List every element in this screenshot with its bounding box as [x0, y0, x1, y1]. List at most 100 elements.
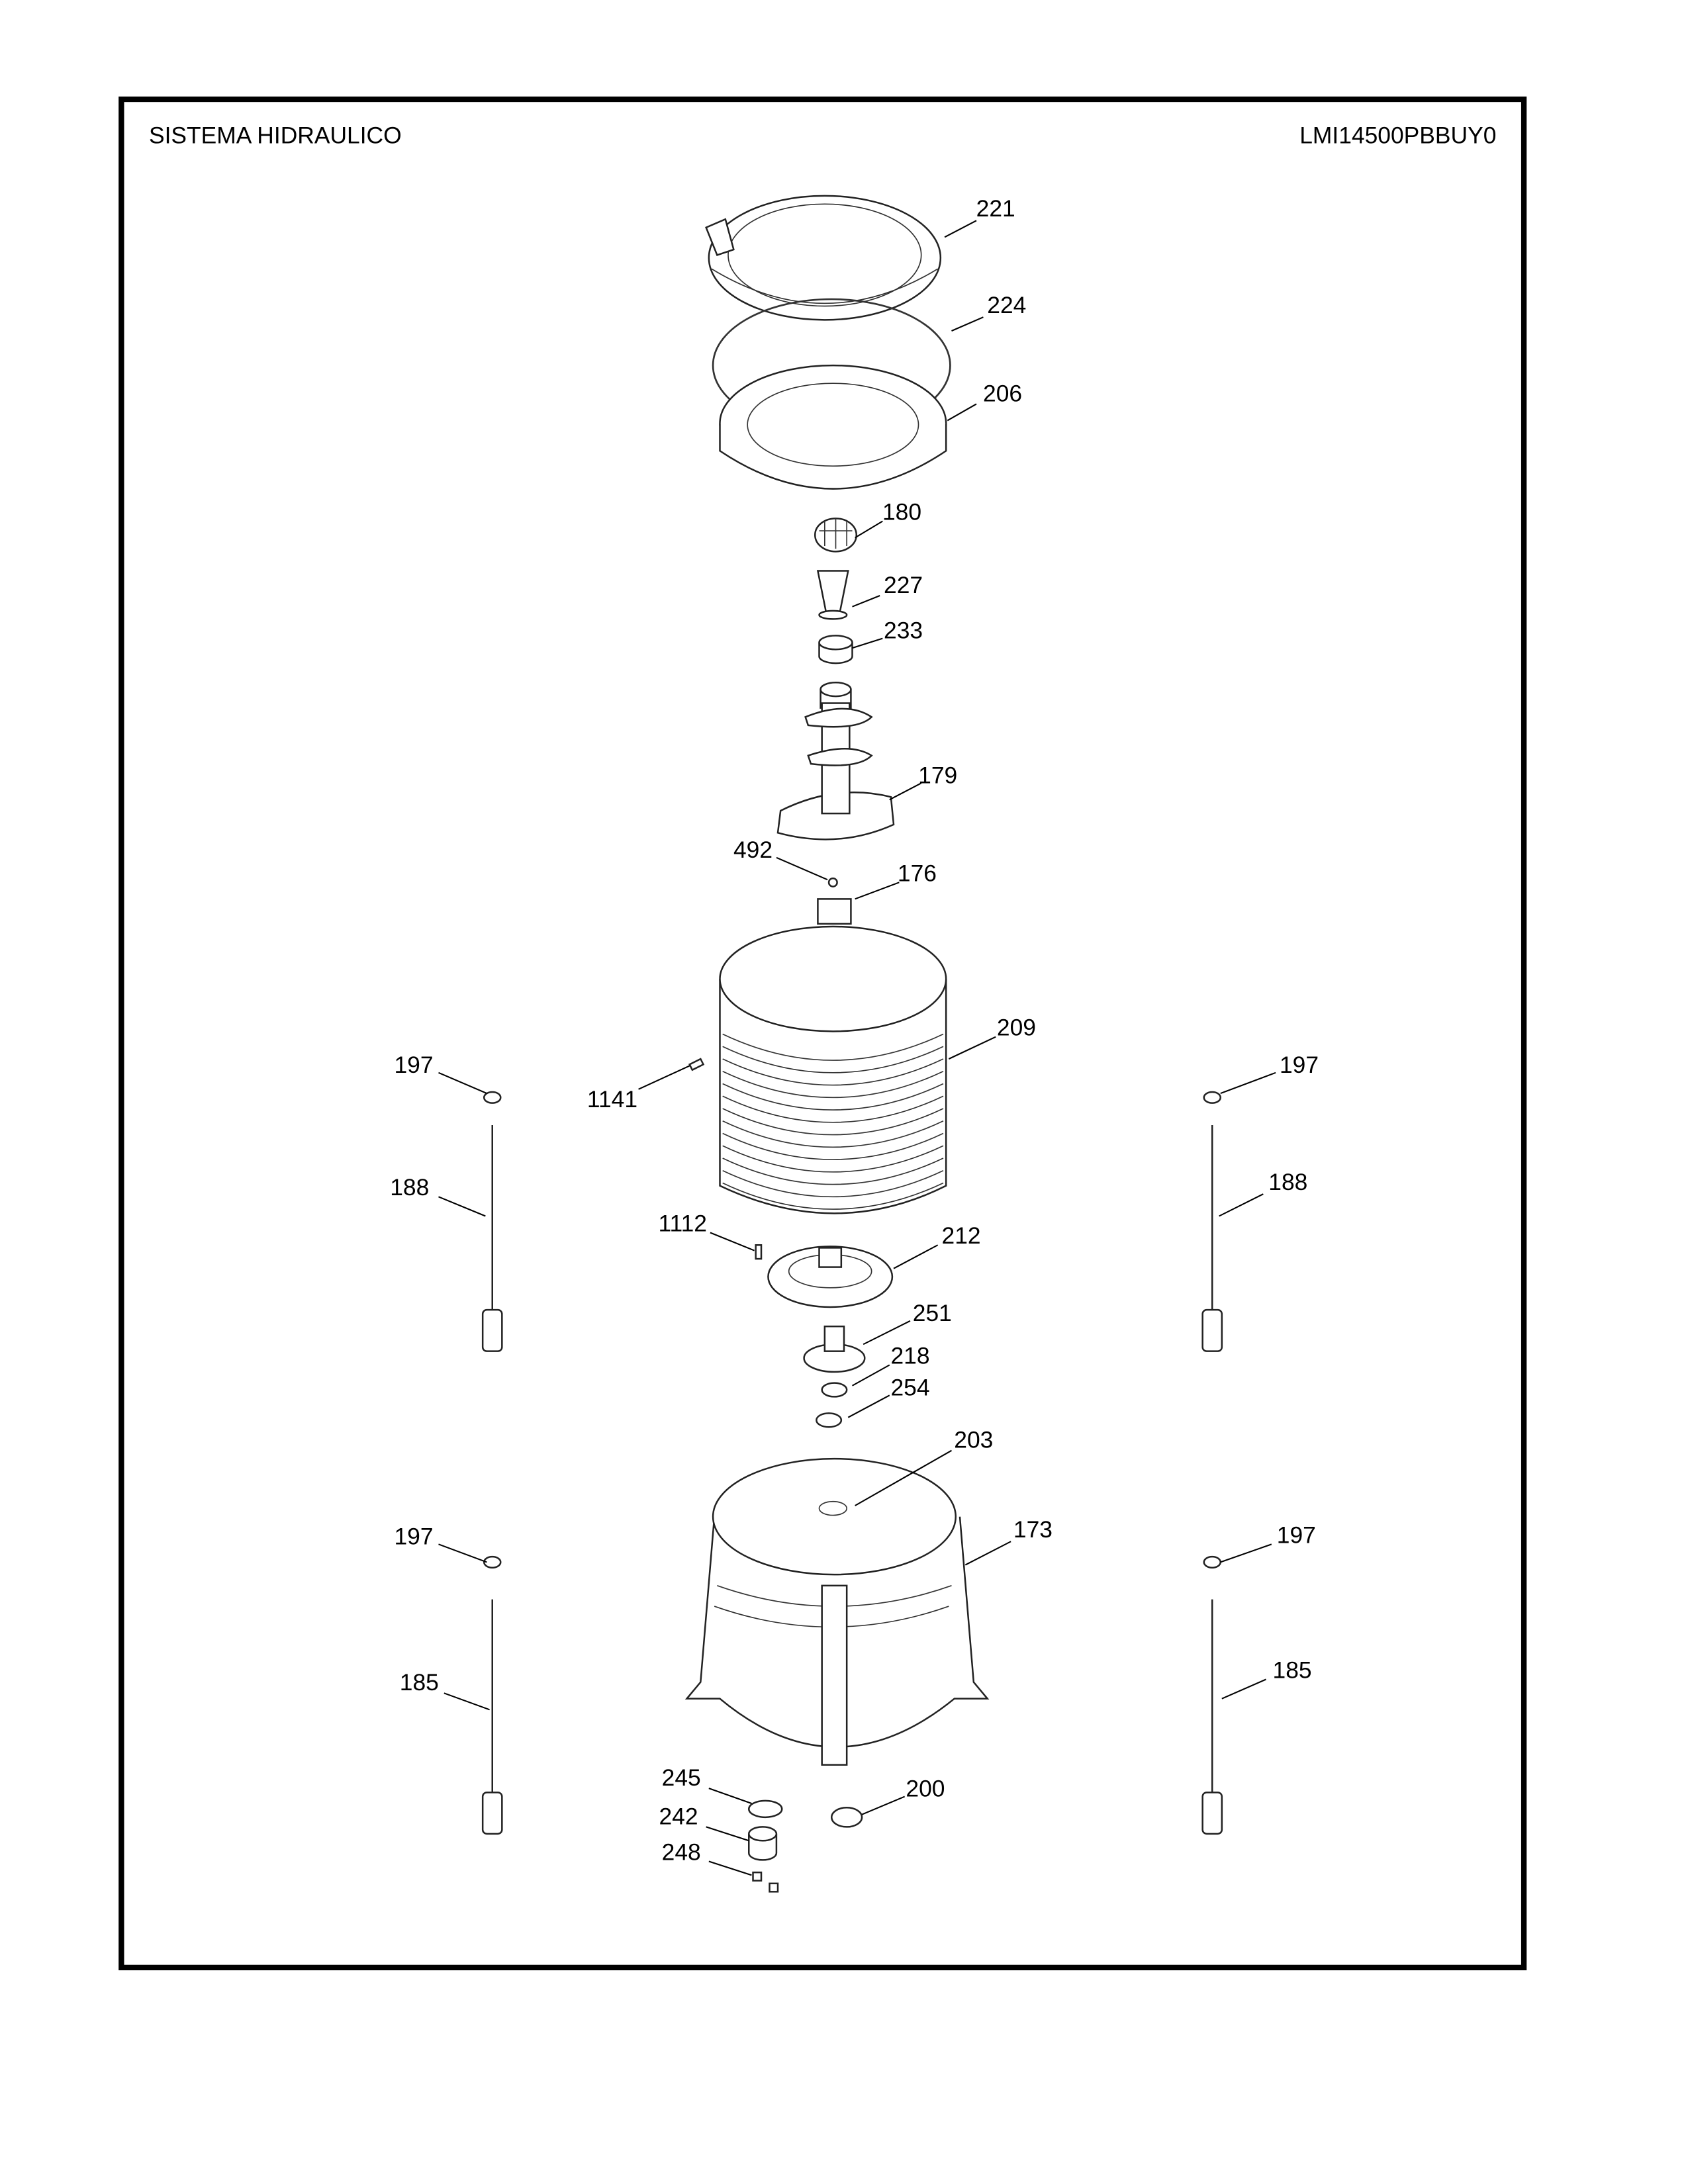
part-number-label: 224	[987, 292, 1026, 318]
balance-ring-206	[719, 364, 947, 490]
part-number-label: 233	[884, 617, 923, 644]
leader-line	[438, 1543, 487, 1563]
basket-rib	[722, 1158, 944, 1185]
part-number-label: 176	[898, 860, 937, 886]
callout-200: 200	[861, 1776, 945, 1815]
part-number-label: 185	[1273, 1657, 1312, 1683]
basket-rib	[722, 1033, 944, 1061]
basket-rib	[722, 1132, 944, 1160]
part-number-label: 242	[659, 1803, 698, 1829]
basket-rib	[722, 1182, 944, 1210]
leader-line	[708, 1788, 752, 1804]
leader-line	[706, 1826, 749, 1842]
callout-227: 227	[852, 572, 923, 608]
tub-cover-ring-221	[705, 195, 942, 321]
part-number-label: 188	[1268, 1169, 1307, 1195]
part-number-label: 197	[394, 1052, 433, 1078]
basket-rib	[722, 1046, 944, 1073]
leader-line	[861, 1796, 906, 1815]
screw-492	[827, 877, 838, 887]
callout-254: 254	[847, 1374, 930, 1418]
callout-197: 197	[1220, 1522, 1316, 1563]
basket-rib	[722, 1070, 944, 1099]
leader-line	[964, 1541, 1011, 1566]
callout-206: 206	[947, 380, 1022, 422]
basket-rib	[722, 1058, 944, 1086]
callout-209: 209	[948, 1015, 1036, 1060]
model-number: LMI14500PBBUY0	[1299, 122, 1496, 149]
part-number-label: 1141	[587, 1086, 637, 1113]
diagram-frame	[118, 96, 1527, 1971]
suspension-rod	[1201, 1091, 1223, 1352]
callout-197: 197	[1220, 1052, 1319, 1095]
leader-line	[444, 1692, 490, 1711]
part-number-label: 206	[983, 380, 1022, 406]
nut-218	[821, 1382, 848, 1398]
leader-line	[852, 595, 880, 608]
nut-254	[816, 1412, 843, 1428]
part-number-label: 248	[662, 1839, 701, 1865]
part-number-label: 212	[942, 1222, 981, 1249]
part-drawings	[481, 195, 1223, 1893]
suspension-rod	[481, 1555, 503, 1835]
callout-245: 245	[662, 1764, 752, 1804]
callout-233: 233	[852, 617, 923, 649]
o-ring-245	[748, 1799, 783, 1819]
agitator-cap-180	[814, 518, 857, 553]
part-number-label: 197	[1277, 1522, 1316, 1548]
clip-248b	[769, 1882, 779, 1893]
callout-185: 185	[400, 1669, 490, 1711]
part-number-label: 185	[400, 1669, 439, 1696]
leader-line	[951, 316, 984, 332]
screw-1141	[688, 1058, 705, 1071]
leader-line	[851, 1364, 890, 1387]
callout-188: 188	[1219, 1169, 1307, 1217]
part-number-label: 245	[662, 1764, 701, 1791]
part-number-label: 200	[906, 1776, 945, 1802]
leader-line	[889, 782, 922, 801]
part-number-label: 218	[890, 1342, 929, 1369]
pump-part-242	[748, 1826, 778, 1861]
leader-line	[1220, 1071, 1276, 1095]
part-number-label: 203	[954, 1427, 993, 1453]
callout-212: 212	[893, 1222, 981, 1269]
basket-rib	[722, 1120, 944, 1148]
basket-rib	[722, 1145, 944, 1173]
leader-line	[1219, 1193, 1264, 1217]
basket-rib	[722, 1108, 944, 1136]
callout-1141: 1141	[587, 1065, 690, 1113]
part-number-label: 227	[884, 572, 923, 598]
callout-1112: 1112	[658, 1210, 755, 1251]
leader-line	[1221, 1678, 1266, 1700]
leader-line	[855, 882, 900, 900]
diagram-title: SISTEMA HIDRAULICO	[149, 122, 402, 149]
leader-line	[710, 1232, 755, 1251]
callout-224: 224	[951, 292, 1026, 332]
callout-188: 188	[390, 1174, 486, 1217]
basket-rib	[722, 1169, 944, 1198]
callout-203: 203	[855, 1427, 993, 1506]
basket-hub-212	[767, 1246, 894, 1308]
leader-line	[438, 1196, 486, 1217]
callout-242: 242	[659, 1803, 749, 1842]
screw-1112	[755, 1244, 763, 1260]
callout-179: 179	[889, 762, 957, 801]
callout-173: 173	[964, 1516, 1053, 1566]
callout-221: 221	[944, 195, 1015, 238]
coupling-176	[817, 898, 852, 925]
part-number-label: 251	[913, 1300, 952, 1326]
leader-line	[855, 520, 883, 539]
leader-line	[438, 1071, 487, 1095]
callout-218: 218	[851, 1342, 930, 1387]
part-number-label: 1112	[658, 1210, 707, 1236]
part-number-label: 492	[733, 837, 773, 863]
leader-line	[852, 637, 883, 649]
callout-176: 176	[855, 860, 937, 900]
callout-197: 197	[394, 1523, 487, 1563]
leader-line	[893, 1244, 939, 1269]
leader-line	[944, 220, 977, 238]
seal-200	[831, 1807, 863, 1828]
part-number-label: 188	[390, 1174, 429, 1201]
part-number-label: 179	[918, 762, 957, 788]
